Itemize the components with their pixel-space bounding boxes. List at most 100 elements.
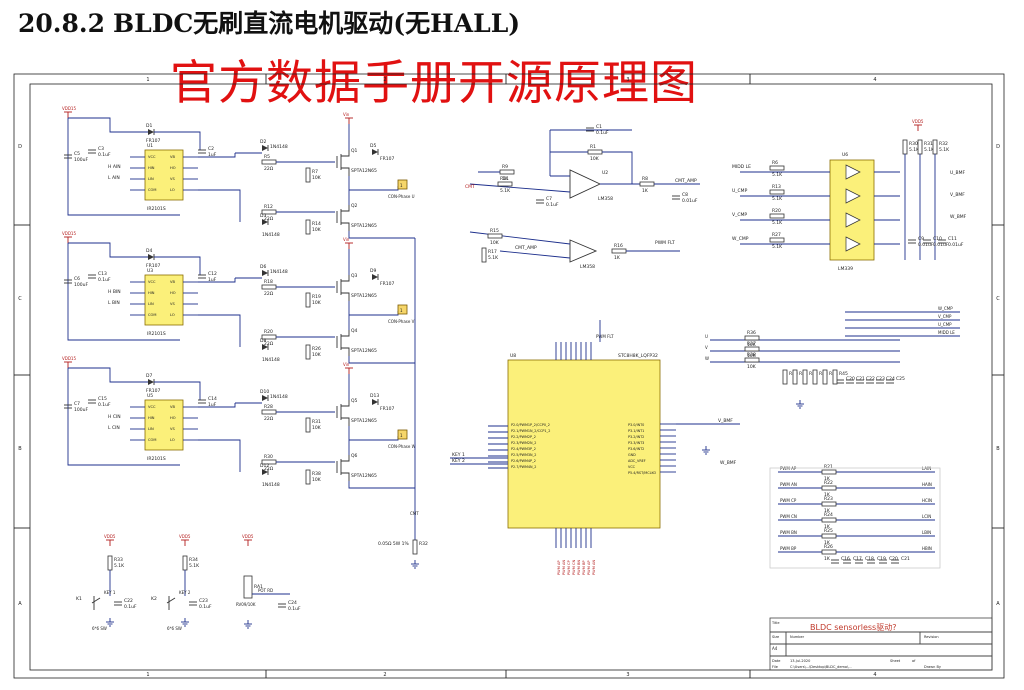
mosfet-source — [341, 292, 350, 301]
diode-label: D4 — [146, 248, 152, 254]
diode — [372, 274, 378, 280]
mcu-net-key: KEY 1 — [452, 452, 465, 458]
resistor-label: R38 — [312, 471, 321, 477]
connector-label: CON-Phase U — [388, 194, 415, 199]
vcc-label: VDD5 — [242, 534, 254, 539]
resistor — [487, 233, 503, 239]
driver-pin-label: VS — [170, 302, 175, 306]
diode-label: D1 — [146, 123, 152, 129]
resistor — [769, 189, 785, 195]
capacitor-label: C16 — [841, 556, 850, 562]
mosfet-ref: Q4 — [351, 328, 358, 334]
resistor-value: 5.1K — [772, 220, 783, 226]
mcu-pin-right: ADC_VREF — [628, 459, 646, 463]
diode — [148, 379, 154, 385]
capacitor-label: C8 — [682, 192, 688, 198]
mosfet-part: SPTA12N65 — [351, 348, 377, 354]
resistor — [587, 149, 603, 155]
title-block-date: 13-Jul-2020 — [790, 659, 810, 663]
driver-pin-label: VB — [170, 405, 175, 409]
capacitor-value: 0.01uF — [682, 198, 698, 204]
resistor-value: 1K — [824, 524, 831, 530]
diode — [262, 469, 268, 475]
key-net-label: KEY 2 — [179, 590, 191, 595]
driver-pin-label: VCC — [148, 280, 156, 284]
comparator-input-net: U_CMP — [732, 188, 748, 194]
driver-pin-label: COM — [148, 313, 156, 317]
resistor — [305, 344, 311, 360]
resistor — [769, 213, 785, 219]
mcu-pin-right: P3.2/INT2 — [628, 435, 644, 439]
pwm-in-net: PWM CP — [780, 498, 797, 503]
phase-connector — [397, 179, 408, 190]
resistor-value: 5.1K — [939, 147, 950, 153]
resistor — [744, 335, 760, 341]
net-pwm-flt: PWM FLT — [655, 240, 675, 246]
vcc-label: VDD15 — [62, 106, 76, 111]
title-block-size-label: Size — [772, 635, 779, 639]
resistor-label: R31 — [924, 141, 933, 147]
resistor-value: 10K — [312, 352, 322, 358]
gate-wire — [198, 153, 236, 158]
diode-label: D3 — [260, 213, 266, 219]
diode-label: D5 — [370, 143, 376, 149]
driver-chip — [144, 399, 184, 451]
resistor-label: R17 — [488, 249, 497, 255]
vcc-label: VDD5 — [912, 119, 924, 124]
title-block-date-label: Date — [772, 659, 780, 663]
border-row-label: D — [18, 144, 22, 150]
border-row-label: C — [18, 296, 22, 302]
resistor-value: 5.1K — [772, 172, 783, 178]
pwm-in-net: PWM BP — [780, 546, 797, 551]
mcu-pin-right: P5.4/RST/MCLKO — [628, 471, 657, 475]
resistor — [611, 248, 627, 254]
bus-net: V — [705, 345, 708, 350]
diode — [262, 270, 268, 276]
diode — [372, 149, 378, 155]
switch — [166, 597, 176, 604]
connector-pin: 1 — [400, 308, 403, 313]
resistor — [802, 369, 808, 385]
mosfet-source — [341, 167, 350, 176]
diode-part: 1N4148 — [262, 357, 280, 363]
resistor-value: 5.1K — [189, 563, 200, 569]
mcu-bottom-net: PWM AN — [592, 560, 596, 575]
resistor-value: 22Ω — [264, 291, 274, 297]
comparator-gate — [845, 212, 861, 228]
resistor-label: R25 — [824, 528, 833, 534]
capacitor-label: C17 — [853, 556, 862, 562]
driver-pin-label: COM — [148, 438, 156, 442]
resistor-value: 22Ω — [264, 166, 274, 172]
capacitor-label: C14 — [208, 396, 217, 402]
gate-wire — [198, 314, 241, 347]
diode-part: FR107 — [380, 406, 394, 412]
driver-pin-label: HIN — [148, 166, 155, 170]
diode-label: D12 — [260, 463, 269, 469]
boot-rail — [68, 117, 148, 133]
resistor — [107, 555, 113, 571]
capacitor-label: C18 — [865, 556, 874, 562]
resistor-label: R5 — [264, 154, 270, 160]
mcu-pin-right: P3.3/INT3 — [628, 441, 644, 445]
diode — [262, 145, 268, 151]
resistor-label: R20 — [772, 208, 781, 214]
resistor-label: R38 — [747, 352, 756, 358]
comparator-output-net: U_BMF — [950, 170, 966, 176]
mosfet-ref: Q6 — [351, 453, 358, 459]
connector-pin: 1 — [400, 433, 403, 438]
border-col-label: 3 — [626, 672, 629, 678]
driver-pin-label: HO — [170, 166, 176, 170]
title-block-size: A4 — [772, 646, 778, 651]
mosfet-source — [341, 417, 350, 426]
mcu-top-net: PWM FLT — [596, 334, 614, 339]
resistor — [305, 292, 311, 308]
resistor-label: R21 — [824, 464, 833, 470]
title-block-title: BLDC sensorless驱动? — [810, 622, 896, 632]
resistor — [497, 181, 513, 187]
bus-net: U_CMP — [938, 322, 952, 327]
diode-label: D8 — [260, 338, 266, 344]
source-rail — [348, 231, 415, 239]
driver-pin-label: LO — [170, 438, 175, 442]
